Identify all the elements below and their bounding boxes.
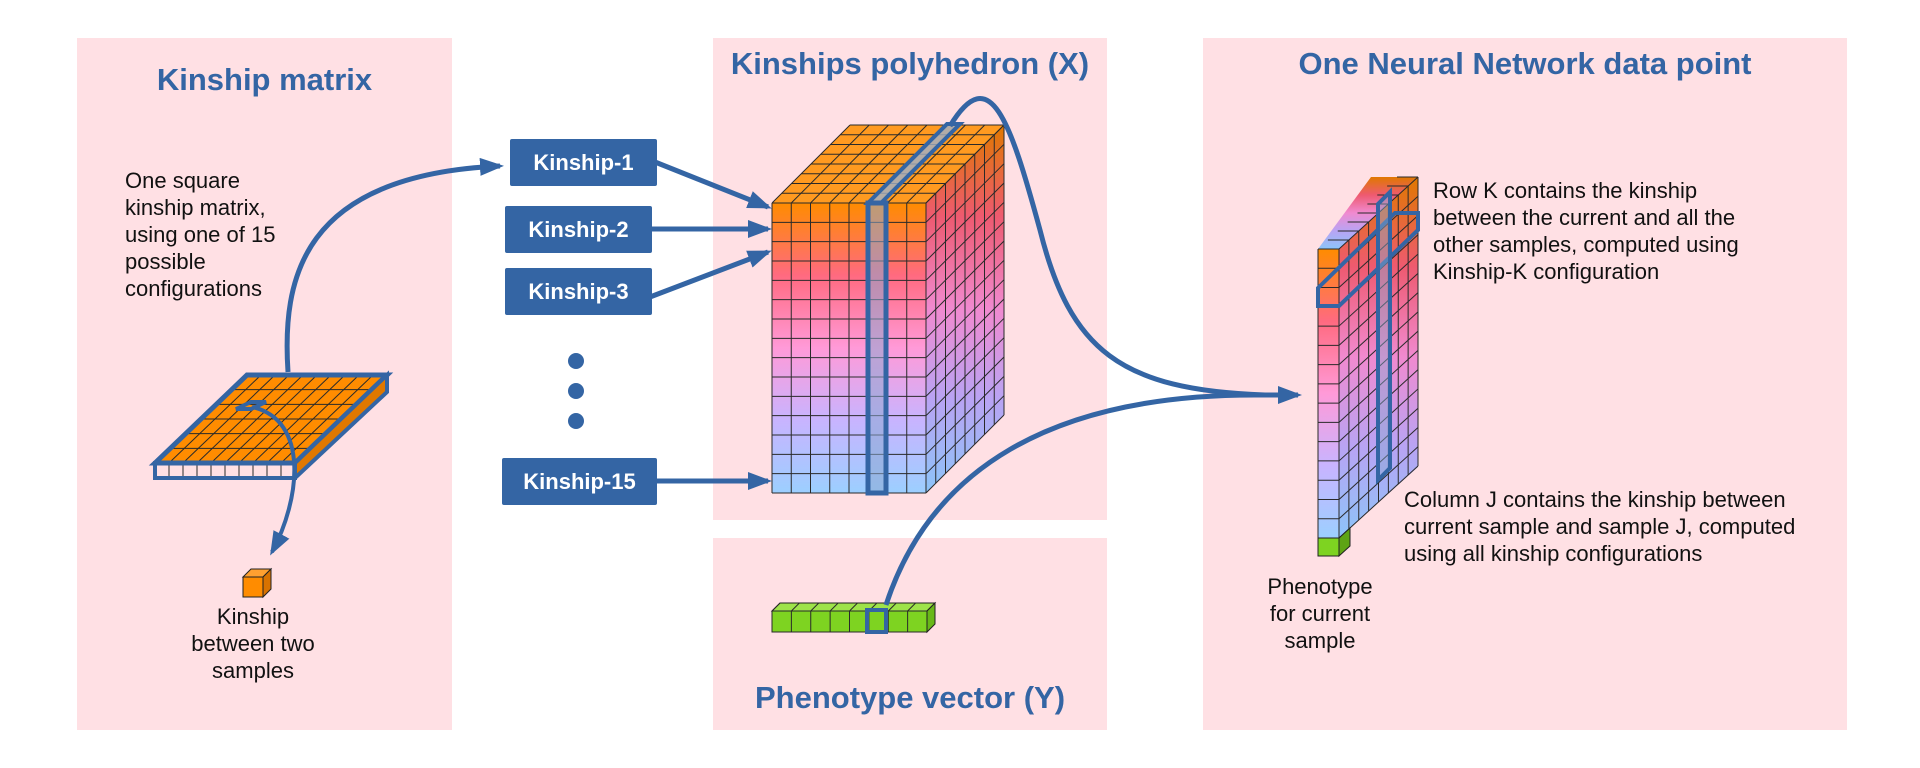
- phenotype-vector: [770, 601, 937, 634]
- phenotype-grid-line: [887, 602, 897, 612]
- phenotype-current-caption: Phenotype for current sample: [1267, 574, 1373, 653]
- data-point-slab: [1316, 176, 1420, 558]
- phenotype-grid-line: [829, 602, 839, 612]
- cell-to-cube-arrow: [251, 405, 297, 556]
- single-kinship-cube: [241, 567, 273, 599]
- kinship-cell-caption: Kinship between two samples: [191, 604, 315, 683]
- row-k-annotation: Row K contains the kinship between the c…: [1433, 178, 1739, 284]
- kinship-matrix-description: One square kinship matrix, using one of …: [125, 168, 276, 301]
- polyhedron-title: Kinships polyhedron (X): [730, 46, 1090, 81]
- phenotype-panel: [713, 538, 1107, 730]
- kinship-matrix-title: Kinship matrix: [156, 62, 373, 97]
- phenotype-grid-line: [849, 602, 858, 612]
- polyhedron-curve: [947, 96, 1266, 398]
- kinship-15-box: Kinship-15: [502, 458, 657, 505]
- ellipsis-dot-2: [568, 383, 584, 399]
- kinship1-arrow: [654, 159, 772, 210]
- phenotype-grid-line: [791, 602, 800, 612]
- neural-network-title: One Neural Network data point: [1298, 46, 1752, 81]
- kinship-2-box: Kinship-2: [505, 206, 652, 253]
- matrix-to-kinship1-arrow: [284, 157, 504, 373]
- ellipsis-dot-3: [568, 413, 584, 429]
- neural-network-panel: [1203, 38, 1847, 730]
- phenotype-grid-line: [771, 602, 781, 612]
- matrix-selected-cell: [235, 400, 267, 411]
- kinship-3-box: Kinship-3: [505, 268, 652, 315]
- ellipsis-dot-1: [568, 353, 584, 369]
- kinship-1-box: Kinship-1: [510, 139, 657, 186]
- phenotype-grid-line: [810, 602, 820, 612]
- phenotype-curve: [883, 392, 1256, 606]
- kinship3-arrow: [649, 249, 772, 300]
- phenotype-title: Phenotype vector (Y): [754, 680, 1066, 715]
- column-j-annotation: Column J contains the kinship between cu…: [1404, 487, 1796, 566]
- phenotype-grid-line: [907, 602, 916, 612]
- kinships-polyhedron: [771, 122, 1005, 496]
